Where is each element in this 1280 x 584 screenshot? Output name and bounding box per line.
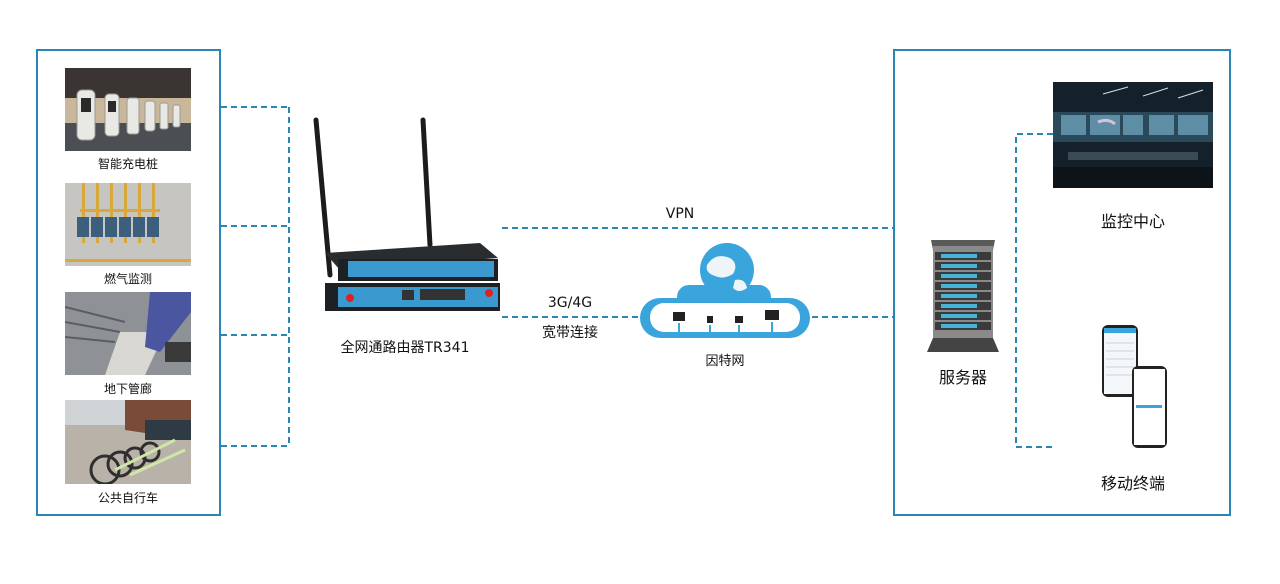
label-server: 服务器 [938,368,987,387]
label-internet: 因特网 [705,354,745,369]
gas-meter-photo [65,183,191,266]
right-platform-group [893,49,1231,516]
ev-charging-station-photo [65,68,191,151]
link-monitor [1015,133,1053,448]
utility-tunnel-photo [65,292,191,375]
label-mobile-terminal: 移动终端 [1100,474,1165,493]
label-broadband: 宽带连接 [542,325,598,341]
public-bicycle-photo [65,400,191,484]
left-device-group [36,49,221,516]
label-ev-charging: 智能充电桩 [97,157,158,171]
control-room-photo [1053,82,1213,188]
label-monitor-center: 监控中心 [1100,212,1165,231]
internet-cloud-icon [635,240,815,345]
label-utility-tunnel: 地下管廊 [103,382,152,396]
server-icon [927,240,999,352]
router-icon [310,115,505,315]
smartphone-icon [1100,323,1170,451]
label-router: 全网通路由器TR341 [340,340,470,356]
label-public-bicycle: 公共自行车 [97,491,158,505]
label-gas-monitoring: 燃气监测 [103,272,152,286]
label-cellular: 3G/4G [547,295,593,311]
label-vpn: VPN [665,206,695,222]
